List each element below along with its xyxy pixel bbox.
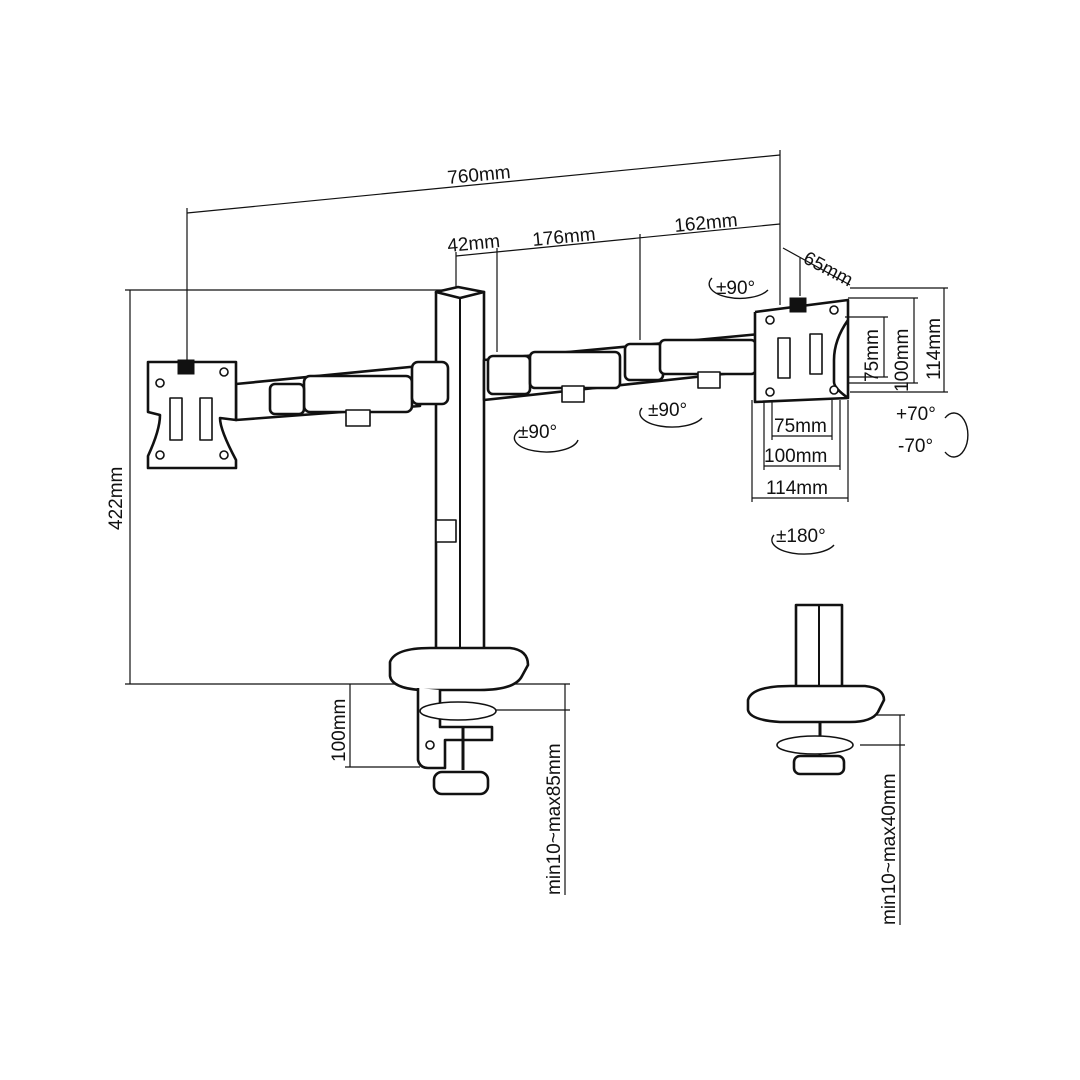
label-swivel-left: ±90° bbox=[518, 422, 557, 443]
label-176: 176mm bbox=[531, 224, 596, 251]
label-162: 162mm bbox=[673, 210, 738, 237]
label-vesa-114-h: 114mm bbox=[766, 478, 828, 499]
label-42: 42mm bbox=[446, 231, 501, 257]
left-vesa-plate bbox=[146, 359, 238, 470]
labels: 760mm 42mm 176mm 162mm 65mm 422mm 75mm 1… bbox=[106, 162, 945, 925]
label-vesa-100-v: 100mm bbox=[892, 329, 913, 392]
grommet-mount-detail bbox=[746, 603, 886, 776]
label-vesa-114-v: 114mm bbox=[924, 318, 945, 380]
label-rotate: ±180° bbox=[776, 526, 826, 547]
label-422: 422mm bbox=[106, 467, 127, 530]
label-vesa-75-h: 75mm bbox=[774, 416, 827, 437]
desk-clamp bbox=[416, 688, 497, 796]
label-swivel-right: ±90° bbox=[648, 400, 687, 421]
label-grommet-range: min10~max40mm bbox=[879, 773, 900, 925]
dimension-lines bbox=[125, 150, 948, 925]
label-tilt-up: +70° bbox=[896, 404, 936, 425]
label-tilt-down: -70° bbox=[898, 436, 933, 457]
right-vesa-plate bbox=[753, 297, 850, 404]
label-65: 65mm bbox=[800, 248, 856, 291]
label-vesa-100-h: 100mm bbox=[764, 446, 827, 467]
label-clamp-range: min10~max85mm bbox=[544, 743, 565, 895]
left-arm bbox=[234, 360, 450, 427]
rotation-arrows bbox=[513, 277, 969, 555]
main-pole bbox=[434, 285, 486, 677]
label-vesa-75-v: 75mm bbox=[862, 329, 883, 382]
right-arm bbox=[482, 332, 762, 403]
label-760: 760mm bbox=[446, 162, 511, 189]
label-swivel-top: ±90° bbox=[716, 278, 755, 299]
base-plate bbox=[388, 646, 530, 692]
label-clamp-100: 100mm bbox=[329, 699, 350, 762]
